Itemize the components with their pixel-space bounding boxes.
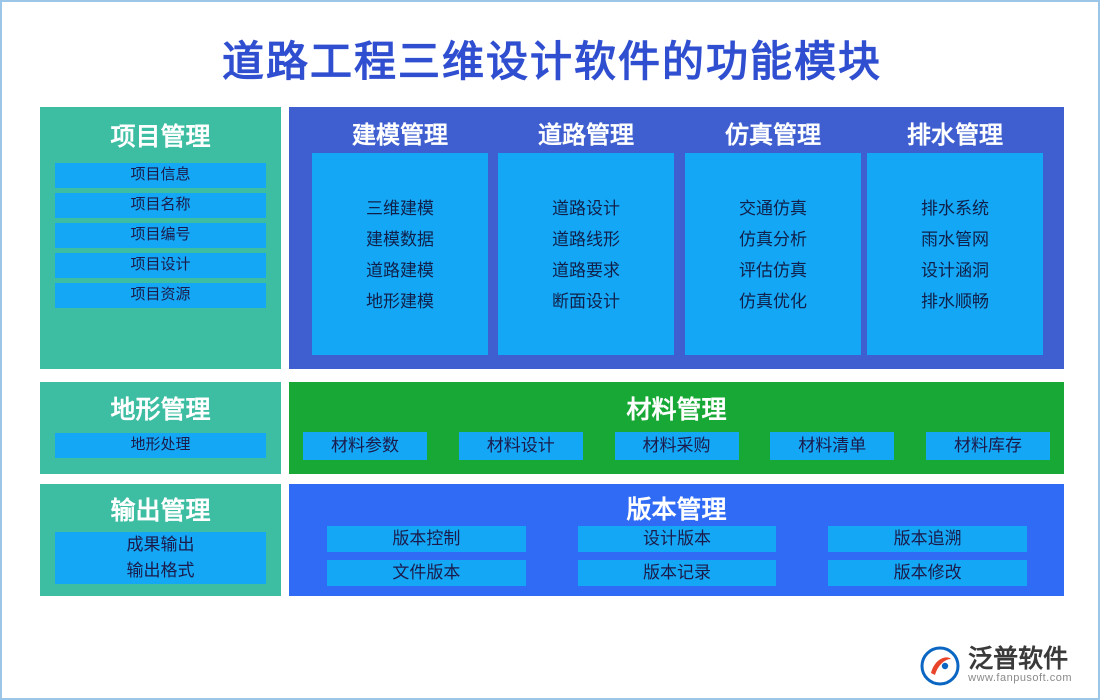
page-title: 道路工程三维设计软件的功能模块 — [221, 40, 882, 86]
column-body-road: 道路设计 道路线形 道路要求 断面设计 — [498, 153, 674, 355]
panel-core-modules: 建模管理 三维建模 建模数据 道路建模 地形建模 道路管理 道路设计 道路线形 … — [289, 107, 1064, 369]
modeling-item-2[interactable]: 道路建模 — [366, 261, 434, 280]
drainage-item-2[interactable]: 设计涵洞 — [921, 261, 989, 280]
column-body-drainage: 排水系统 雨水管网 设计涵洞 排水顺畅 — [867, 153, 1043, 355]
panel-title-output-management: 输出管理 — [110, 498, 211, 525]
output-item-0[interactable]: 成果输出 — [55, 532, 266, 558]
version-item-5[interactable]: 版本修改 — [828, 560, 1027, 586]
simulation-item-2[interactable]: 评估仿真 — [739, 261, 807, 280]
column-header-modeling: 建模管理 — [312, 121, 488, 157]
column-header-simulation: 仿真管理 — [685, 121, 861, 157]
column-body-simulation: 交通仿真 仿真分析 评估仿真 仿真优化 — [685, 153, 861, 355]
version-item-3[interactable]: 文件版本 — [327, 560, 526, 586]
version-item-list: 版本控制 设计版本 版本追溯 文件版本 版本记录 版本修改 — [327, 526, 1027, 586]
panel-title-drainage: 排水管理 — [907, 123, 1003, 149]
project-item-1[interactable]: 项目名称 — [55, 193, 266, 218]
modeling-item-1[interactable]: 建模数据 — [366, 230, 434, 249]
simulation-item-3[interactable]: 仿真优化 — [739, 292, 807, 311]
project-item-4[interactable]: 项目资源 — [55, 283, 266, 308]
road-item-0[interactable]: 道路设计 — [552, 199, 620, 218]
project-item-list: 项目信息 项目名称 项目编号 项目设计 项目资源 — [55, 163, 266, 313]
project-item-0[interactable]: 项目信息 — [55, 163, 266, 188]
version-item-2[interactable]: 版本追溯 — [828, 526, 1027, 552]
fanpu-logo-icon — [920, 646, 960, 686]
version-item-1[interactable]: 设计版本 — [577, 526, 777, 552]
project-item-3[interactable]: 项目设计 — [55, 253, 266, 278]
road-item-3[interactable]: 断面设计 — [552, 292, 620, 311]
drainage-item-1[interactable]: 雨水管网 — [921, 230, 989, 249]
logo-website-url: www.fanpusoft.com — [968, 672, 1072, 685]
logo-text-block: 泛普软件 www.fanpusoft.com — [968, 646, 1072, 685]
drainage-item-0[interactable]: 排水系统 — [921, 199, 989, 218]
panel-terrain-management: 地形管理 地形处理 — [40, 382, 281, 474]
output-item-1[interactable]: 输出格式 — [55, 558, 266, 584]
version-item-0[interactable]: 版本控制 — [327, 526, 526, 552]
column-header-drainage: 排水管理 — [867, 121, 1043, 157]
panel-title-material-management: 材料管理 — [626, 397, 727, 424]
brand-logo: 泛普软件 www.fanpusoft.com — [920, 646, 1072, 686]
material-item-0[interactable]: 材料参数 — [303, 432, 427, 460]
modeling-item-3[interactable]: 地形建模 — [366, 292, 434, 311]
road-item-2[interactable]: 道路要求 — [552, 261, 620, 280]
road-item-1[interactable]: 道路线形 — [552, 230, 620, 249]
material-item-4[interactable]: 材料库存 — [926, 432, 1050, 460]
modeling-item-0[interactable]: 三维建模 — [366, 199, 434, 218]
panel-material-management: 材料管理 材料参数 材料设计 材料采购 材料清单 材料库存 — [289, 382, 1064, 474]
project-item-2[interactable]: 项目编号 — [55, 223, 266, 248]
material-item-2[interactable]: 材料采购 — [614, 432, 739, 460]
output-item-list: 成果输出 输出格式 — [55, 532, 266, 584]
panel-title-terrain-management: 地形管理 — [110, 397, 211, 424]
column-body-modeling: 三维建模 建模数据 道路建模 地形建模 — [312, 153, 488, 355]
version-item-4[interactable]: 版本记录 — [577, 560, 777, 586]
simulation-item-0[interactable]: 交通仿真 — [739, 199, 807, 218]
panel-title-road: 道路管理 — [538, 123, 634, 149]
material-item-1[interactable]: 材料设计 — [458, 432, 583, 460]
column-header-road: 道路管理 — [498, 121, 674, 157]
material-item-list: 材料参数 材料设计 材料采购 材料清单 材料库存 — [303, 432, 1050, 460]
panel-version-management: 版本管理 版本控制 设计版本 版本追溯 文件版本 版本记录 版本修改 — [289, 484, 1064, 596]
logo-company-name: 泛普软件 — [968, 646, 1069, 674]
panel-title-modeling: 建模管理 — [352, 123, 448, 149]
drainage-item-3[interactable]: 排水顺畅 — [921, 292, 989, 311]
panel-title-simulation: 仿真管理 — [725, 123, 821, 149]
panel-output-management: 输出管理 成果输出 输出格式 — [40, 484, 281, 596]
terrain-item-0[interactable]: 地形处理 — [55, 433, 266, 458]
simulation-item-1[interactable]: 仿真分析 — [739, 230, 807, 249]
panel-title-version-management: 版本管理 — [626, 497, 727, 524]
panel-title-project-management: 项目管理 — [110, 124, 211, 151]
panel-project-management: 项目管理 项目信息 项目名称 项目编号 项目设计 项目资源 — [40, 107, 281, 369]
material-item-3[interactable]: 材料清单 — [770, 432, 895, 460]
